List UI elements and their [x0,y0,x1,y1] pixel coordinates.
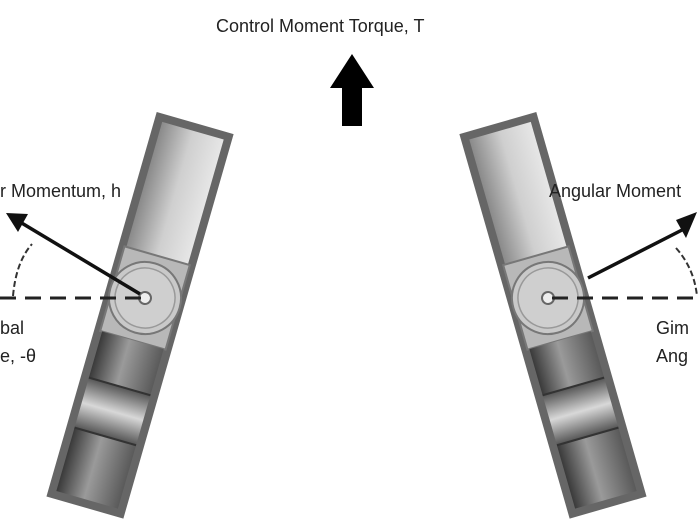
right-vectors [552,212,700,300]
right-gimbal [458,111,648,520]
left-momentum-label: r Momentum, h [0,181,122,201]
left-gimbal [45,111,235,520]
left-gimbal-label-1: bal [0,318,25,338]
torque-arrow-icon [330,54,374,126]
title-label: Control Moment Torque, T [216,16,425,36]
right-gimbal-label-2: Ang [656,346,689,366]
right-gimbal-label-1: Gim [656,318,689,338]
left-gimbal-label-2: e, -θ [0,346,37,366]
left-vectors [0,213,145,300]
right-momentum-label: Angular Moment [549,181,682,201]
